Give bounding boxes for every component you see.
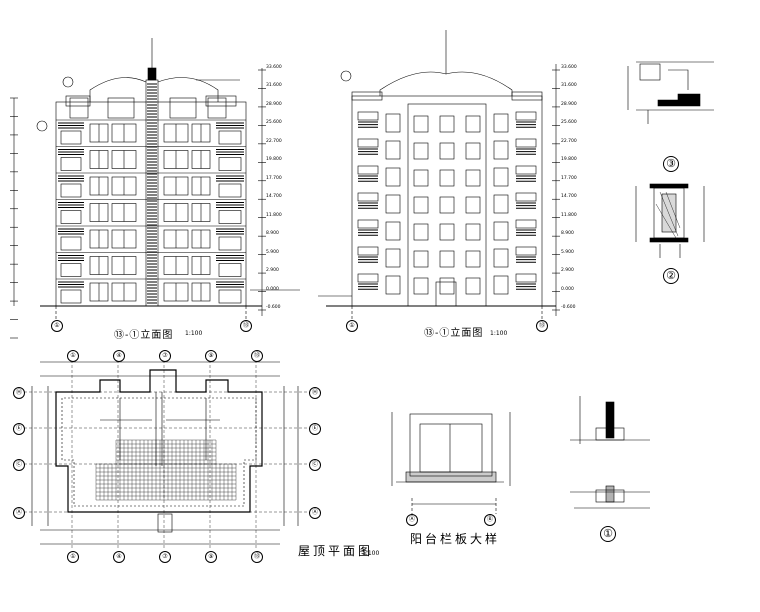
detail-3 <box>627 61 714 124</box>
level-label-back: 33.600 <box>561 65 577 70</box>
level-label-front: 25.600 <box>266 120 282 126</box>
level-label-back: 0.000 <box>561 286 574 292</box>
front-stair-hatch <box>147 83 157 304</box>
front-axis-right-bubble: ⑬ <box>240 320 252 332</box>
roof-axis-left-bubble: Ⓔ <box>13 423 25 435</box>
roof-axis-bottom-bubble: ④ <box>113 551 125 563</box>
balcony-frame <box>409 413 493 477</box>
level-label-front: 31.600 <box>266 83 282 89</box>
detail-3-marker: ③ <box>663 156 679 172</box>
roof-axis-right-bubble: Ⓐ <box>309 507 321 519</box>
balcony-axis-right: Ⓑ <box>484 514 496 526</box>
detail-1 <box>570 396 650 509</box>
roof-plan <box>24 360 308 548</box>
level-label-back: 22.700 <box>561 138 577 144</box>
back-elevation-title: ⑬-①立面图 <box>424 328 484 339</box>
roof-axis-bottom-bubble: ⑦ <box>159 551 171 563</box>
level-label-front: 33.600 <box>266 65 282 70</box>
detail-2 <box>635 183 705 258</box>
level-label-front: 2.900 <box>266 268 279 274</box>
level-label-back: 11.800 <box>561 212 577 218</box>
roof-axis-right-bubble: Ⓒ <box>309 459 321 471</box>
level-label-back: 28.900 <box>561 101 577 107</box>
level-label-back: 31.600 <box>561 83 577 89</box>
level-label-back: 5.900 <box>561 249 574 255</box>
level-label-front: 11.800 <box>266 212 282 218</box>
roof-axis-left-bubble: Ⓒ <box>13 459 25 471</box>
level-label-front: 0.000 <box>266 286 279 292</box>
front-elevation-title: ⑬-①立面图 <box>114 330 174 341</box>
roof-axis-right-bubble: Ⓗ <box>309 387 321 399</box>
level-label-back: 19.800 <box>561 157 577 163</box>
roof-axis-top-bubble: ① <box>67 350 79 362</box>
back-roof-arc <box>379 71 513 96</box>
front-floor-windows <box>56 119 246 304</box>
back-elevation <box>318 30 560 322</box>
level-label-front: 19.800 <box>266 157 282 163</box>
balcony-axis-left: Ⓐ <box>406 514 418 526</box>
roof-axis-top-bubble: ④ <box>113 350 125 362</box>
front-roof-arc-right <box>157 77 219 102</box>
level-label-front: 28.900 <box>266 101 282 107</box>
level-label-front: 14.700 <box>266 194 282 200</box>
roof-axis-left-bubble: Ⓗ <box>13 387 25 399</box>
roof-axis-top-bubble: ⑨ <box>205 350 217 362</box>
front-axis-left-bubble: ① <box>51 320 63 332</box>
level-label-back: 25.600 <box>561 120 577 126</box>
back-elevation-scale: 1:100 <box>490 330 508 337</box>
back-axis-left-bubble: ① <box>346 320 358 332</box>
roof-axis-bottom-bubble: ⑬ <box>251 551 263 563</box>
roof-axis-bottom-bubble: ① <box>67 551 79 563</box>
roof-axis-left-bubble: Ⓐ <box>13 507 25 519</box>
level-label-front: 5.900 <box>266 249 279 255</box>
roof-plan-outline <box>55 369 263 513</box>
level-label-back: -0.600 <box>561 305 576 310</box>
front-roof-arc-left <box>89 77 147 102</box>
roof-axis-right-bubble: Ⓔ <box>309 423 321 435</box>
level-label-front: 22.700 <box>266 138 282 144</box>
detail-2-marker: ② <box>663 268 679 284</box>
level-label-front: 8.900 <box>266 231 279 237</box>
front-elevation-scale: 1:100 <box>185 330 203 337</box>
roof-axis-top-bubble: ⑬ <box>251 350 263 362</box>
roof-plan-title: 屋顶平面图 <box>298 544 374 558</box>
roof-axis-bottom-bubble: ⑨ <box>205 551 217 563</box>
level-label-back: 14.700 <box>561 194 577 200</box>
back-floor-windows <box>357 111 537 307</box>
back-axis-right-bubble: ⑬ <box>536 320 548 332</box>
balcony-detail <box>391 412 511 514</box>
balcony-detail-title: 阳台栏板大样 <box>410 532 501 546</box>
back-elevation-outline <box>351 95 543 307</box>
level-label-back: 8.900 <box>561 231 574 237</box>
roof-axis-top-bubble: ⑦ <box>159 350 171 362</box>
level-label-back: 17.700 <box>561 175 577 181</box>
level-label-front: 17.700 <box>266 175 282 181</box>
front-elevation <box>10 38 300 339</box>
level-label-front: -0.600 <box>266 305 281 310</box>
roof-plan-scale: 1:100 <box>362 550 380 557</box>
detail-1-marker: ① <box>600 526 616 542</box>
level-label-back: 2.900 <box>561 268 574 274</box>
roof-grid-hatch <box>95 439 237 501</box>
